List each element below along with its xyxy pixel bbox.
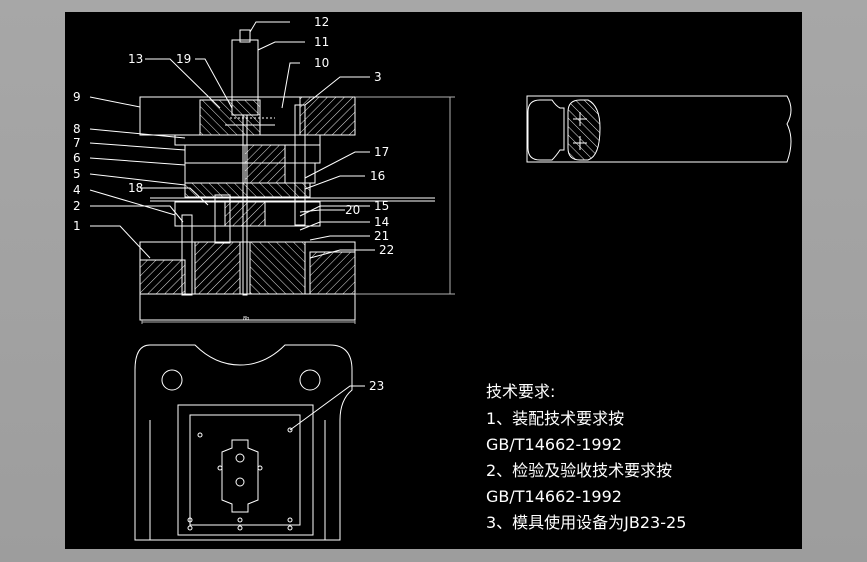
part-label: 20	[345, 203, 360, 217]
part-label: 8	[73, 122, 81, 136]
part-label: 23	[369, 379, 384, 393]
dimension-text: 8b	[243, 316, 249, 322]
part-label: 11	[314, 35, 329, 49]
part-label: 1	[73, 219, 81, 233]
tech-line-1: 1、装配技术要求按	[486, 409, 624, 428]
part-label: 3	[374, 70, 382, 84]
technical-requirements: 技术要求: 1、装配技术要求按 GB/T14662-1992 2、检验及验收技术…	[486, 382, 686, 532]
part-label: 16	[370, 169, 385, 183]
part-label: 17	[374, 145, 389, 159]
plan-view	[134, 344, 353, 541]
part-label: 12	[314, 15, 329, 29]
tech-line-4: GB/T14662-1992	[486, 487, 622, 506]
part-label: 4	[73, 183, 81, 197]
tech-heading: 技术要求:	[486, 382, 555, 401]
cad-drawing-canvas: 8b 12 11 13 19 10 3 9 8 7 6	[65, 12, 802, 549]
part-label: 9	[73, 90, 81, 104]
tech-line-3: 2、检验及验收技术要求按	[486, 461, 672, 480]
part-label: 2	[73, 199, 81, 213]
part-label: 18	[128, 181, 143, 195]
part-labels: 12 11 13 19 10 3 9 8 7 6 17 5 16 18 4 2 …	[73, 15, 394, 393]
part-label: 10	[314, 56, 329, 70]
part-label: 22	[379, 243, 394, 257]
part-label: 14	[374, 215, 389, 229]
mold-assembly-drawing: 8b 12 11 13 19 10 3 9 8 7 6	[73, 15, 792, 541]
part-label: 5	[73, 167, 81, 181]
part-label: 19	[176, 52, 191, 66]
part-label: 6	[73, 151, 81, 165]
strip-layout-view	[526, 95, 792, 163]
tech-line-2: GB/T14662-1992	[486, 435, 622, 454]
leader-lines	[89, 21, 375, 431]
part-label: 7	[73, 136, 81, 150]
part-label: 21	[374, 229, 389, 243]
part-label: 15	[374, 199, 389, 213]
tech-line-5: 3、模具使用设备为JB23-25	[486, 513, 686, 532]
part-label: 13	[128, 52, 143, 66]
front-section-view	[139, 29, 455, 324]
